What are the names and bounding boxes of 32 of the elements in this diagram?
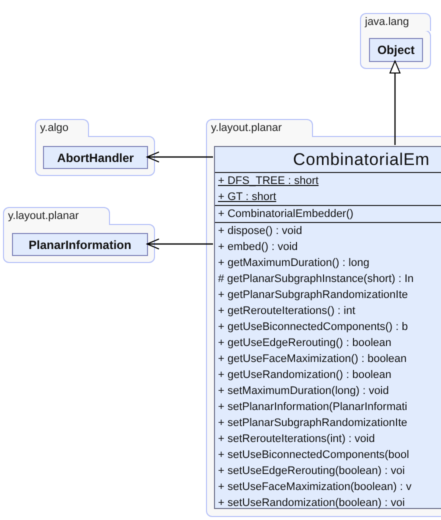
class-member: + getUseFaceMaximization() : boolean xyxy=(217,352,408,367)
class-member: + getRerouteIterations() : int xyxy=(217,304,356,319)
package-name: y.layout.planar xyxy=(3,207,110,225)
class-member: + dispose() : void xyxy=(217,224,304,239)
class-member: + setRerouteIterations(int) : void xyxy=(217,432,376,447)
association-arrow xyxy=(146,152,213,162)
class-member: + GT : short xyxy=(217,190,278,205)
package-name: y.layout.planar xyxy=(206,119,313,137)
class-box: PlanarInformation xyxy=(12,233,148,256)
class-member: + setPlanarInformation(PlanarInformati xyxy=(217,400,408,415)
class-box: Object xyxy=(369,38,423,62)
class-member: + setMaximumDuration(long) : void xyxy=(217,384,390,399)
class-member: + CombinatorialEmbedder() xyxy=(217,207,354,222)
inheritance-arrow xyxy=(390,60,400,145)
class-member: + getUseEdgeRerouting() : boolean xyxy=(217,336,392,351)
class-member: + DFS_TREE : short xyxy=(217,174,320,189)
class-member: # getPlanarSubgraphInstance(short) : In xyxy=(217,272,415,287)
package-name: y.algo xyxy=(35,119,89,137)
association-arrow xyxy=(146,238,213,250)
class-member: + getMaximumDuration() : long xyxy=(217,256,370,271)
class-member: + getUseBiconnectedComponents() : b xyxy=(217,320,409,335)
class-member: + getUseRandomization() : boolean xyxy=(217,368,392,383)
class-name: CombinatorialEm xyxy=(292,149,431,171)
class-member: + setUseRandomization(boolean) : voi xyxy=(217,496,406,508)
class-member: + setUseEdgeRerouting(boolean) : voi xyxy=(217,464,406,479)
class-member: + setUseBiconnectedComponents(bool xyxy=(217,448,410,463)
class-box: AbortHandler xyxy=(43,146,148,169)
class-member: + setUseFaceMaximization(boolean) : v xyxy=(217,480,412,495)
package-name: java.lang xyxy=(360,13,431,31)
class-member: + embed() : void xyxy=(217,240,299,255)
class-member: + setPlanarSubgraphRandomizationIte xyxy=(217,416,408,431)
class-member: + getPlanarSubgraphRandomizationIte xyxy=(217,288,409,303)
